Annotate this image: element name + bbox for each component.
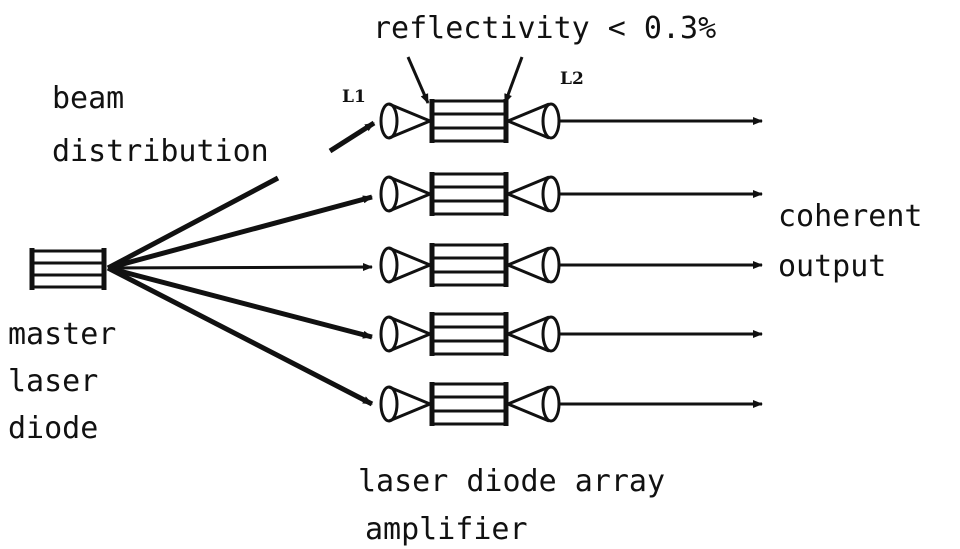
reflectivity-pointer-left (406, 56, 430, 104)
master-label: master (8, 317, 116, 352)
amplifier-rows (379, 99, 763, 426)
amplifier-row (379, 172, 763, 216)
lens-l1 (379, 175, 399, 213)
lens-l2-cone (507, 102, 550, 140)
output-label: output (778, 249, 886, 284)
lens-l1 (379, 102, 399, 140)
lens-l2-cone (507, 385, 550, 423)
amplifier-chip (430, 382, 508, 426)
reflectivity-pointer-right (503, 56, 524, 104)
l2-label: L2 (560, 69, 584, 89)
amplifier-chip (430, 172, 508, 216)
lens-l1 (379, 315, 399, 353)
amplifier-row (379, 99, 763, 143)
amplifier-chip (430, 99, 508, 143)
coherent-label: coherent (778, 199, 923, 234)
lens-l2-cone (507, 246, 550, 284)
distribution-pointer (328, 120, 376, 154)
amplifier-row (379, 382, 763, 426)
beam-line-1 (107, 194, 373, 271)
pointer-arrows (328, 56, 524, 154)
lens-l2-cone (507, 175, 550, 213)
lens-l1 (379, 246, 399, 284)
laser-diode-array-label: laser diode array (358, 464, 665, 499)
lens-l1 (379, 385, 399, 423)
distribution-label: distribution (52, 134, 269, 169)
beam-label: beam (52, 81, 124, 116)
lens-l2 (541, 175, 561, 213)
lens-l2 (541, 385, 561, 423)
amplifier-chip (430, 243, 508, 287)
amplifier-row (379, 243, 763, 287)
lens-l2 (541, 246, 561, 284)
lens-l2 (541, 315, 561, 353)
amplifier-label: amplifier (365, 512, 528, 547)
amplifier-row (379, 312, 763, 356)
laser-label: laser (8, 364, 98, 399)
beam-lines (106, 175, 374, 407)
reflectivity-label: reflectivity < 0.3% (373, 11, 716, 46)
l1-label: L1 (342, 87, 366, 107)
beam-line-3 (107, 265, 373, 340)
lens-l2-cone (507, 315, 550, 353)
lens-l2 (541, 102, 561, 140)
beam-line-top (106, 175, 280, 271)
beam-line-2 (107, 263, 373, 272)
beam-line-4 (106, 265, 374, 407)
amplifier-chip (430, 312, 508, 356)
master-laser-diode (29, 248, 107, 290)
diode-label: diode (8, 411, 98, 446)
